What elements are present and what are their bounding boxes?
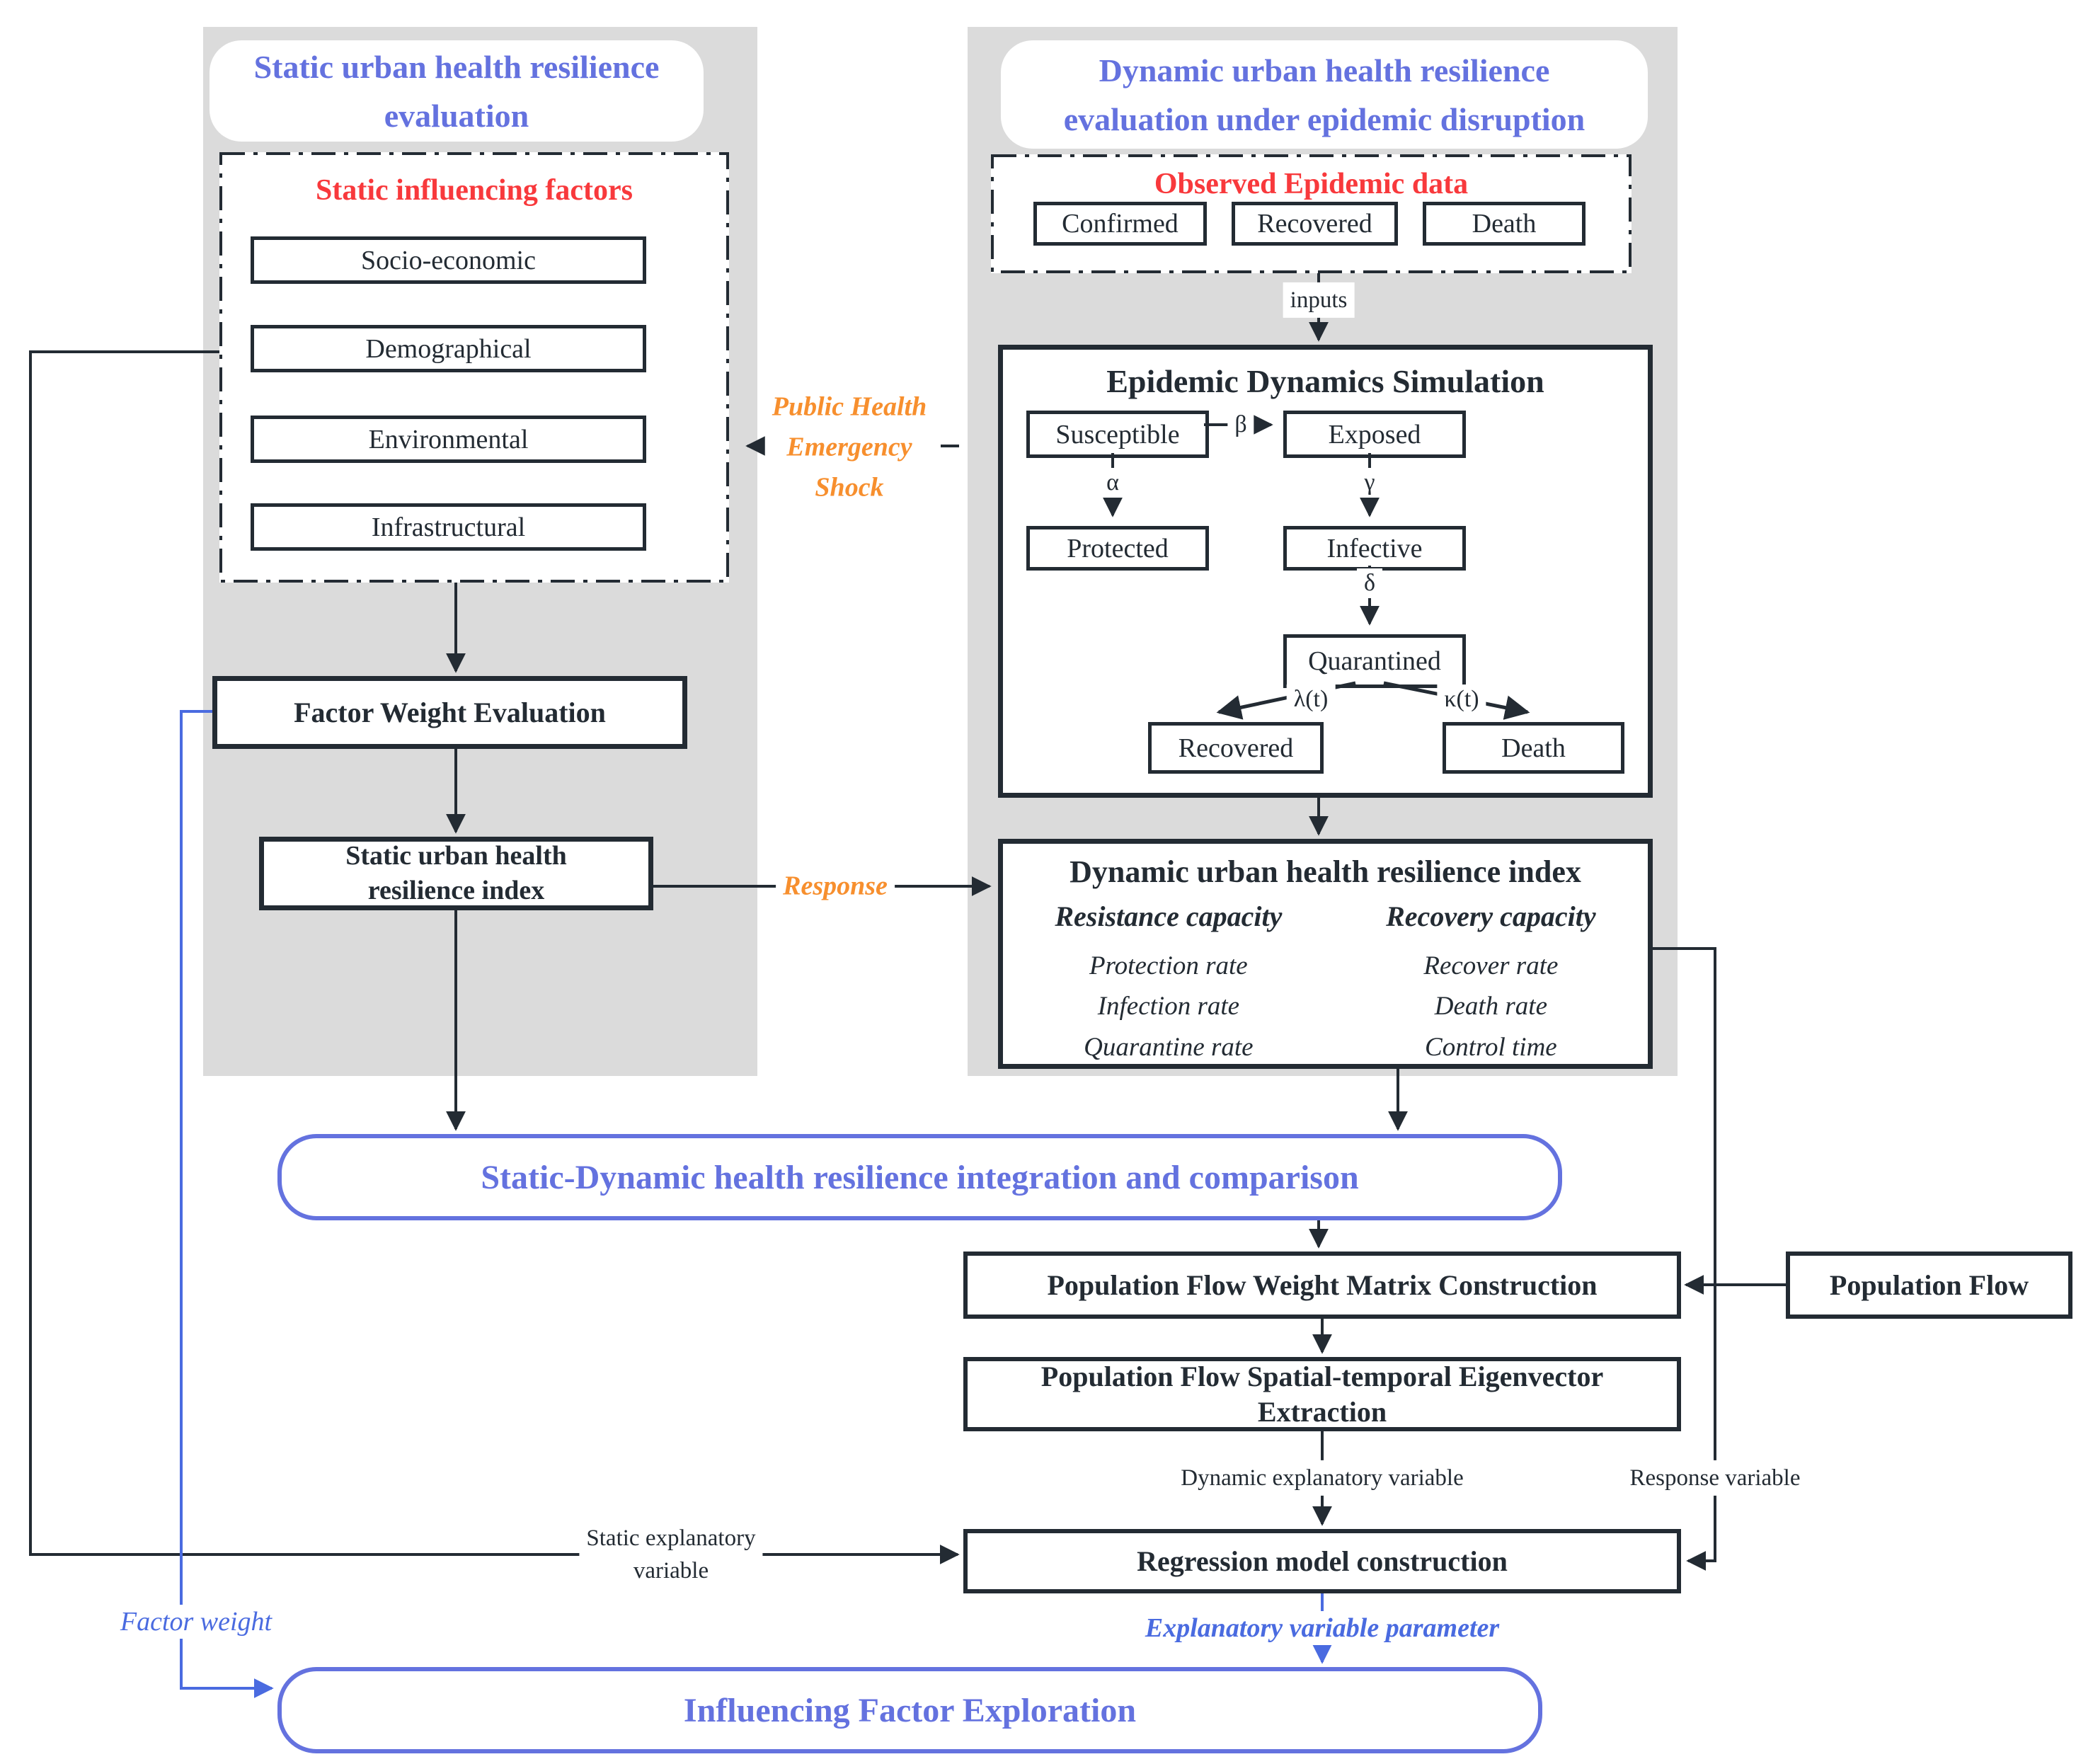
static-title-line2: evaluation	[384, 97, 529, 134]
static-factors-container: Static influencing factors Socio-economi…	[219, 152, 729, 583]
node-infective: Infective	[1283, 526, 1466, 571]
static-explanatory-label: Static explanatory variable	[579, 1520, 763, 1589]
observed-death: Death	[1423, 202, 1585, 246]
static-index-line2: resilience index	[367, 876, 545, 905]
death-rate: Death rate	[1434, 992, 1548, 1021]
alpha-label: α	[1099, 468, 1126, 498]
matrix-construction-box: Population Flow Weight Matrix Constructi…	[963, 1252, 1681, 1319]
factor-infrastructural: Infrastructural	[251, 503, 646, 551]
dynamic-title-line1: Dynamic urban health resilience	[1099, 52, 1550, 88]
node-quarantined: Quarantined	[1283, 634, 1466, 688]
node-susceptible: Susceptible	[1026, 411, 1209, 458]
eigenvector-line2: Extraction	[1257, 1395, 1387, 1428]
recovery-capacity-column: Recovery capacity Recover rate Death rat…	[1386, 900, 1596, 1067]
explanatory-parameter-label: Explanatory variable parameter	[1137, 1611, 1507, 1645]
node-protected: Protected	[1026, 526, 1209, 571]
delta-label: δ	[1356, 568, 1383, 598]
beta-label: β	[1227, 410, 1254, 440]
recovery-capacity-title: Recovery capacity	[1386, 900, 1596, 932]
dynamic-index-box: Dynamic urban health resilience index Re…	[998, 839, 1653, 1069]
exploration-box: Influencing Factor Exploration	[277, 1667, 1542, 1753]
factor-demographical: Demographical	[251, 325, 646, 372]
quarantine-rate: Quarantine rate	[1084, 1032, 1254, 1062]
protection-rate: Protection rate	[1089, 951, 1248, 980]
epidemic-simulation-box: Epidemic Dynamics Simulation Susceptible…	[998, 345, 1653, 798]
kappa-label: κ(t)	[1437, 685, 1486, 714]
control-time: Control time	[1425, 1032, 1557, 1062]
static-evaluation-title: Static urban health resilience evaluatio…	[210, 40, 704, 142]
shock-line1: Public Health	[772, 391, 927, 422]
dynamic-evaluation-title: Dynamic urban health resilience evaluati…	[1001, 40, 1648, 149]
factor-environmental: Environmental	[251, 416, 646, 463]
observed-data-title: Observed Epidemic data	[1154, 168, 1469, 200]
static-index-box: Static urban health resilience index	[259, 837, 653, 910]
resistance-capacity-title: Resistance capacity	[1055, 900, 1283, 932]
static-title-line1: Static urban health resilience	[253, 48, 660, 85]
node-exposed: Exposed	[1283, 411, 1466, 458]
gamma-label: γ	[1357, 468, 1382, 498]
resistance-capacity-column: Resistance capacity Protection rate Infe…	[1055, 900, 1282, 1067]
simulation-title: Epidemic Dynamics Simulation	[1106, 363, 1544, 399]
node-recovered: Recovered	[1148, 722, 1324, 774]
shock-line2: Emergency	[786, 432, 912, 462]
factor-weight-label: Factor weight	[113, 1605, 280, 1639]
dynamic-title-line2: evaluation under epidemic disruption	[1063, 101, 1585, 137]
inputs-label: inputs	[1283, 282, 1355, 319]
node-death: Death	[1443, 722, 1624, 774]
static-factors-title: Static influencing factors	[316, 174, 633, 207]
observed-recovered: Recovered	[1232, 202, 1398, 246]
eigenvector-line1: Population Flow Spatial-temporal Eigenve…	[1040, 1360, 1604, 1392]
population-flow-box: Population Flow	[1786, 1252, 2072, 1319]
response-label: Response	[776, 864, 895, 908]
infection-rate: Infection rate	[1097, 992, 1240, 1021]
dynamic-index-title: Dynamic urban health resilience index	[1070, 854, 1581, 889]
static-expl-line1: Static explanatory	[586, 1525, 756, 1551]
public-health-shock-label: Public Health Emergency Shock	[764, 385, 934, 510]
response-variable-label: Response variable	[1622, 1460, 1808, 1496]
factor-socio-economic: Socio-economic	[251, 236, 646, 284]
shock-line3: Shock	[815, 472, 884, 503]
dynamic-explanatory-label: Dynamic explanatory variable	[1174, 1460, 1471, 1496]
static-expl-line2: variable	[633, 1558, 709, 1583]
factor-weight-evaluation-box: Factor Weight Evaluation	[212, 676, 687, 749]
recover-rate: Recover rate	[1423, 951, 1559, 980]
observed-confirmed: Confirmed	[1033, 202, 1207, 246]
regression-box: Regression model construction	[963, 1529, 1681, 1593]
static-index-line1: Static urban health	[345, 840, 567, 871]
observed-data-container: Observed Epidemic data Confirmed Recover…	[991, 154, 1632, 273]
integration-box: Static-Dynamic health resilience integra…	[277, 1134, 1562, 1220]
eigenvector-extraction-box: Population Flow Spatial-temporal Eigenve…	[963, 1357, 1681, 1431]
lambda-label: λ(t)	[1286, 685, 1336, 714]
